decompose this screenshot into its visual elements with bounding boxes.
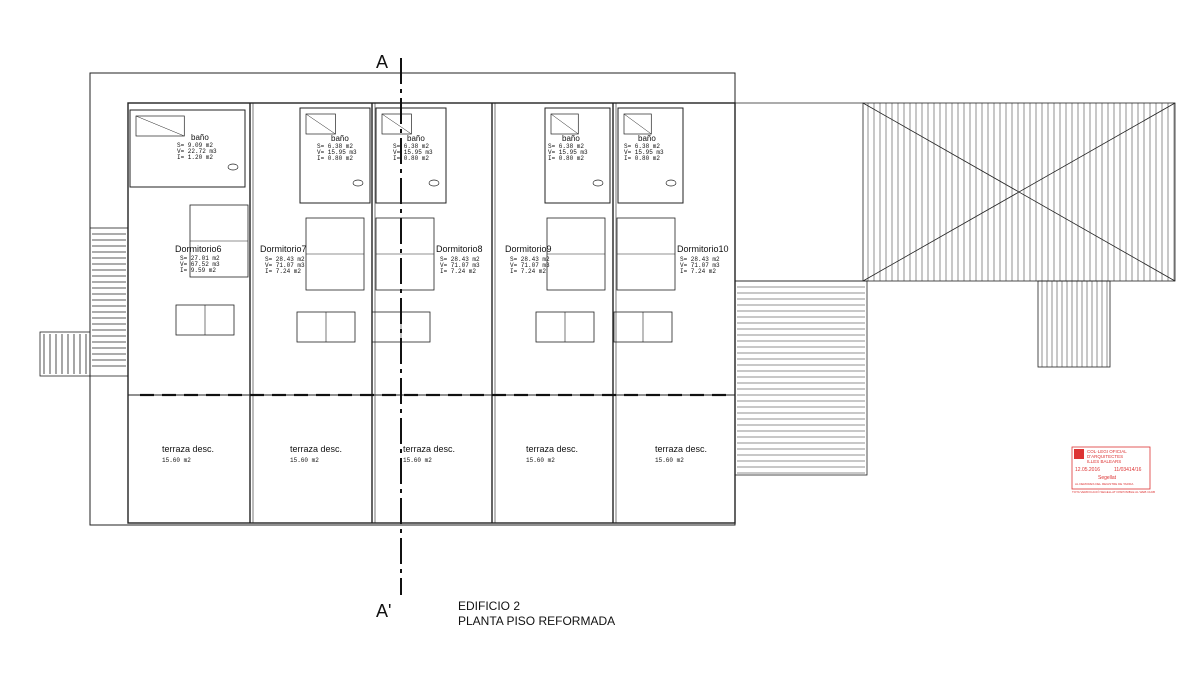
bathroom-area: S= 6.38 m2 xyxy=(624,143,660,150)
terrace-area: 15.60 m2 xyxy=(290,457,319,464)
terrace-name: terraza desc. xyxy=(290,444,342,454)
stamp-line3: ILLES BALEARS xyxy=(1087,459,1121,464)
terrace-area: 15.60 m2 xyxy=(655,457,684,464)
bathroom-illumination: I= 0.80 m2 xyxy=(393,155,429,162)
bathroom-name: baño xyxy=(562,134,580,143)
stamp-footer1: AL DEMORES DEL REGISTRE DE TARIFA xyxy=(1075,482,1133,486)
stamp-line1: COL·LEGI OFICIAL xyxy=(1087,449,1127,454)
bedroom-illumination: I= 7.24 m2 xyxy=(510,268,546,275)
bathroom-name: baño xyxy=(191,133,209,142)
bedroom-area: S= 28.43 m2 xyxy=(510,256,550,263)
bathroom-area: S= 6.38 m2 xyxy=(548,143,584,150)
bedroom-name: Dormitorio10 xyxy=(677,244,729,254)
bathroom-name: baño xyxy=(407,134,425,143)
terrace-name: terraza desc. xyxy=(403,444,455,454)
bedroom-name: Dormitorio7 xyxy=(260,244,307,254)
bedroom-volume: V= 71.07 m3 xyxy=(680,262,720,269)
bathroom-volume: V= 15.95 m3 xyxy=(393,149,433,156)
roof-plan xyxy=(734,102,1176,476)
left-staircase xyxy=(39,227,129,377)
stamp-line2: D'ARQUITECTES xyxy=(1087,454,1123,459)
bedroom-illumination: I= 7.24 m2 xyxy=(440,268,476,275)
bedroom-volume: V= 67.52 m3 xyxy=(180,261,220,268)
stamp-date: 12.05.2016 xyxy=(1075,467,1100,473)
bathroom-illumination: I= 0.80 m2 xyxy=(317,155,353,162)
bathroom-area: S= 6.38 m2 xyxy=(317,143,353,150)
drawing-subtitle: PLANTA PISO REFORMADA xyxy=(458,614,615,628)
bathroom-illumination: I= 0.80 m2 xyxy=(548,155,584,162)
bedroom-area: S= 27.01 m2 xyxy=(180,255,220,262)
terrace-name: terraza desc. xyxy=(655,444,707,454)
bathroom-name: baño xyxy=(638,134,656,143)
bedroom-illumination: I= 7.24 m2 xyxy=(265,268,301,275)
registry-stamp: COL·LEGI OFICIAL D'ARQUITECTES ILLES BAL… xyxy=(1071,446,1155,494)
terrace-area: 15.60 m2 xyxy=(526,457,555,464)
bathroom-area: S= 9.09 m2 xyxy=(177,142,213,149)
walls xyxy=(140,103,726,523)
bedroom-illumination: I= 7.24 m2 xyxy=(680,268,716,275)
stamp-footer2: TOTA VERIFICACIÓ SEGELLAT DISPONIBLE AL … xyxy=(1072,489,1155,494)
bathroom-volume: V= 15.95 m3 xyxy=(317,149,357,156)
terrace-name: terraza desc. xyxy=(526,444,578,454)
terrace-name: terraza desc. xyxy=(162,444,214,454)
bathroom-volume: V= 22.72 m3 xyxy=(177,148,217,155)
bedroom-illumination: I= 9.59 m2 xyxy=(180,267,216,274)
bedroom-area: S= 28.43 m2 xyxy=(440,256,480,263)
bedroom-volume: V= 71.07 m3 xyxy=(510,262,550,269)
terrace-area: 15.60 m2 xyxy=(162,457,191,464)
bedroom-volume: V= 71.07 m3 xyxy=(265,262,305,269)
terrace-area: 15.60 m2 xyxy=(403,457,432,464)
bathroom-illumination: I= 0.80 m2 xyxy=(624,155,660,162)
bedroom-volume: V= 71.07 m3 xyxy=(440,262,480,269)
section-start-label: A xyxy=(376,52,388,72)
bathroom-illumination: I= 1.20 m2 xyxy=(177,154,213,161)
bathroom-volume: V= 15.95 m3 xyxy=(548,149,588,156)
bedroom-area: S= 28.43 m2 xyxy=(680,256,720,263)
section-end-label: A' xyxy=(376,601,391,621)
bathroom-area: S= 6.38 m2 xyxy=(393,143,429,150)
stamp-label: Segellat xyxy=(1098,475,1117,481)
stamp-number: 11/03414/16 xyxy=(1114,467,1142,473)
bedroom-name: Dormitorio9 xyxy=(505,244,552,254)
drawing-title: EDIFICIO 2 xyxy=(458,599,520,613)
stamp-logo-icon xyxy=(1074,449,1084,459)
furniture xyxy=(129,107,684,343)
bathroom-volume: V= 15.95 m3 xyxy=(624,149,664,156)
bathroom-name: baño xyxy=(331,134,349,143)
bedroom-name: Dormitorio6 xyxy=(175,244,222,254)
bedroom-area: S= 28.43 m2 xyxy=(265,256,305,263)
bedroom-name: Dormitorio8 xyxy=(436,244,483,254)
